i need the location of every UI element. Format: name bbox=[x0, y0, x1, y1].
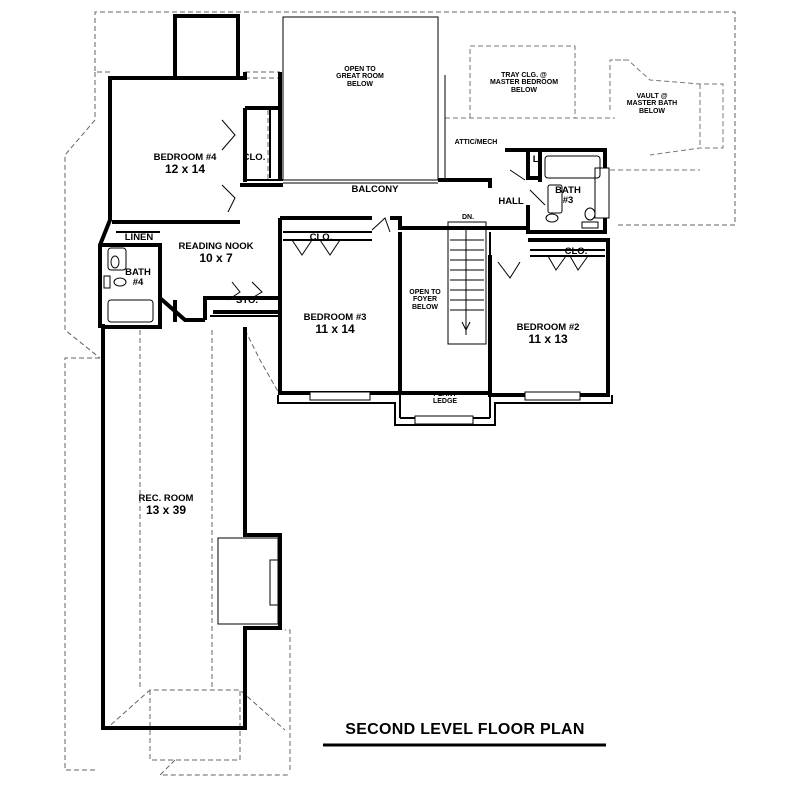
walls bbox=[98, 14, 610, 730]
open-to-great-room-label: OPEN TO GREAT ROOM BELOW bbox=[336, 66, 384, 88]
bath-3-label: BATH #3 bbox=[555, 185, 581, 206]
bedroom-4-label: BEDROOM #4 12 x 14 bbox=[153, 152, 217, 176]
closet-bedroom-4-label: CLO. bbox=[242, 152, 266, 163]
staircase bbox=[447, 221, 487, 345]
open-to-foyer-label: OPEN TO FOYER BELOW bbox=[409, 289, 441, 311]
plant-ledge-label: PLANT LEDGE bbox=[432, 391, 458, 406]
tray-ceiling-label: TRAY CLG. @ MASTER BEDROOM BELOW bbox=[489, 72, 559, 94]
door-swings bbox=[221, 119, 589, 301]
reading-nook-label: READING NOOK 10 x 7 bbox=[178, 241, 254, 265]
storage-label: STO. bbox=[236, 295, 258, 306]
roof-outline bbox=[64, 11, 736, 776]
plan-title: SECOND LEVEL FLOOR PLAN bbox=[320, 721, 610, 739]
great-room-opening bbox=[282, 16, 446, 184]
closet-bedroom-3-label: CLO. bbox=[309, 232, 333, 243]
title-underline bbox=[323, 743, 606, 747]
linen-label: LINEN bbox=[124, 232, 154, 243]
linen-closet-label: L. bbox=[532, 154, 542, 165]
balcony-label: BALCONY bbox=[351, 184, 399, 195]
bedroom-2-label: BEDROOM #2 11 x 13 bbox=[516, 322, 580, 346]
rec-room-label: REC. ROOM 13 x 39 bbox=[138, 493, 194, 517]
attic-mech-label: ATTIC/MECH bbox=[454, 139, 498, 146]
bedroom-3-label: BEDROOM #3 11 x 14 bbox=[303, 312, 367, 336]
stairs-down-label: DN. bbox=[461, 214, 475, 221]
bath-4-label: BATH #4 bbox=[125, 267, 151, 288]
windows bbox=[217, 167, 610, 625]
ceiling-zones bbox=[445, 45, 724, 171]
hall-label: HALL bbox=[498, 196, 524, 207]
closet-bedroom-2-label: CLO. bbox=[564, 246, 588, 257]
vault-label: VAULT @ MASTER BATH BELOW bbox=[626, 93, 678, 115]
interior-walls bbox=[116, 108, 613, 426]
bath-fixtures bbox=[103, 155, 601, 323]
plan-title-text: SECOND LEVEL FLOOR PLAN bbox=[345, 721, 585, 738]
